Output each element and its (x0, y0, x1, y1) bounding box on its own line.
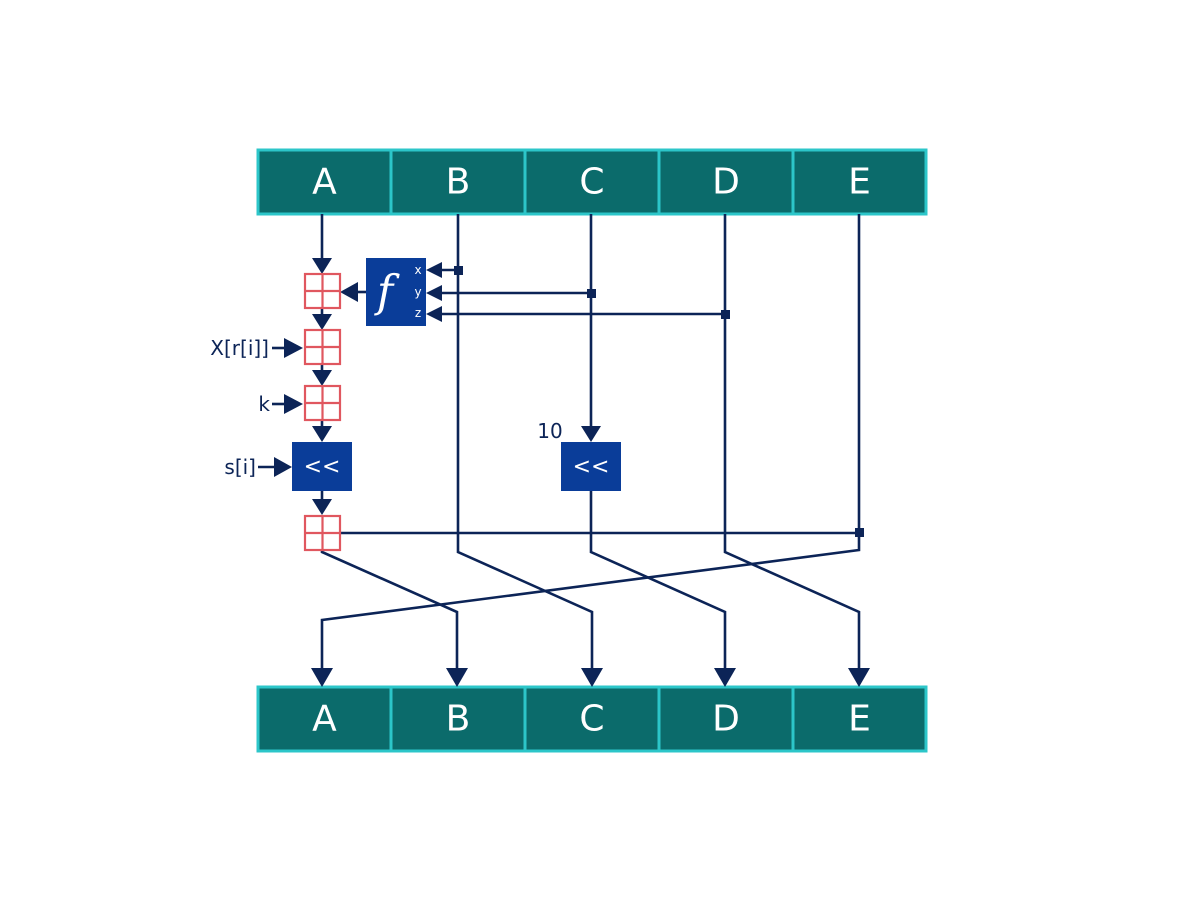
function-f-box: f x y z (366, 258, 426, 326)
constant-k-label: k (258, 392, 270, 416)
arrow-into-rotate (312, 426, 332, 442)
rotate-left-10-symbol: << (573, 455, 610, 480)
adder-3 (303, 384, 342, 422)
top-register-e-label: E (848, 162, 871, 203)
shift-amount-label: s[i] (224, 455, 256, 479)
top-register-b-label: B (446, 162, 471, 203)
arrow-into-bottom-e (848, 668, 870, 687)
bottom-register-c: C (523, 685, 661, 753)
arrow-s-input (274, 457, 292, 477)
top-register-a: A (256, 148, 393, 216)
arrow-into-bottom-a (311, 668, 333, 687)
bottom-register-b: B (389, 685, 527, 753)
wire-d-to-bottom-e (723, 214, 861, 672)
arrow-into-f-x (426, 262, 442, 278)
junction-d (721, 310, 730, 319)
arrow-into-adder3 (312, 370, 332, 386)
arrow-into-f-y (426, 285, 442, 301)
top-register-c: C (523, 148, 661, 216)
wire-e-to-bottom-a (320, 214, 861, 672)
bottom-register-a: A (256, 685, 393, 753)
junction-c (587, 289, 596, 298)
message-word-label: X[r[i]] (210, 336, 269, 360)
arrow-k-input (284, 394, 303, 414)
rotate-left-s-box: << (292, 442, 352, 491)
rotate-left-s-symbol: << (304, 455, 341, 480)
arrow-f-to-adder1 (340, 282, 358, 302)
rotate-10-amount-label: 10 (537, 419, 562, 443)
junction-b (454, 266, 463, 275)
top-register-d-label: D (712, 162, 740, 203)
adder-2 (303, 328, 342, 366)
function-port-z: z (415, 306, 421, 320)
adder-4 (303, 514, 342, 552)
bottom-register-d: D (657, 685, 795, 753)
top-register-a-label: A (312, 162, 337, 203)
top-register-bank: A B C D E (256, 148, 928, 216)
junction-e (855, 528, 864, 537)
arrow-into-adder1 (312, 258, 332, 274)
junctions (454, 266, 864, 537)
bottom-register-bank: A B C D E (256, 685, 928, 753)
bottom-register-b-label: B (446, 699, 471, 740)
arrow-into-adder2 (312, 314, 332, 330)
top-register-b: B (389, 148, 527, 216)
arrow-into-bottom-c (581, 668, 603, 687)
function-port-y: y (414, 285, 421, 299)
arrow-into-bottom-d (714, 668, 736, 687)
arrow-into-adder4 (312, 499, 332, 515)
arrowheads (274, 258, 870, 687)
top-register-e: E (791, 148, 928, 216)
wire-b-to-bottom-c (456, 214, 594, 672)
rotate-left-10-box: << (561, 442, 621, 491)
wire-rotate10-to-bottom-d (589, 491, 727, 672)
function-port-x: x (414, 263, 421, 277)
arrow-x-input (284, 338, 303, 358)
wires (258, 214, 861, 672)
bottom-register-a-label: A (312, 699, 337, 740)
arrow-into-bottom-b (446, 668, 468, 687)
bottom-register-c-label: C (579, 699, 604, 740)
arrow-into-f-z (426, 306, 442, 322)
adder-1 (303, 272, 342, 310)
top-register-d: D (657, 148, 795, 216)
bottom-register-e: E (791, 685, 928, 753)
arrow-into-rotate10 (581, 426, 601, 442)
top-register-c-label: C (579, 162, 604, 203)
bottom-register-d-label: D (712, 699, 740, 740)
bottom-register-e-label: E (848, 699, 871, 740)
